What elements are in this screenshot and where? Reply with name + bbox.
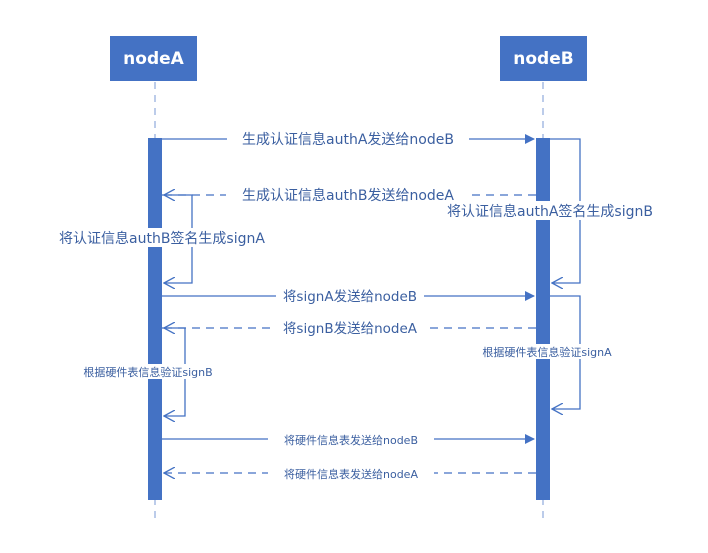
self-message-nodeA-sign: 将认证信息authB签名生成signA <box>45 194 279 283</box>
activation-bar-nodeA <box>148 138 162 500</box>
message-authB-to-nodeA: 生成认证信息authB发送给nodeA <box>164 186 536 204</box>
message-label: 将signA发送给nodeB <box>283 289 417 305</box>
message-hwtable-to-nodeA: 将硬件信息表发送给nodeA <box>164 466 536 481</box>
activation-bar-nodeB <box>536 138 550 500</box>
message-label: 生成认证信息authA发送给nodeB <box>242 131 454 148</box>
message-label: 生成认证信息authB发送给nodeA <box>242 187 454 204</box>
self-message-label: 将认证信息authB签名生成signA <box>59 230 265 247</box>
participant-nodeA-label: nodeA <box>123 49 184 69</box>
self-message-nodeB-verify: 根据硬件表信息验证signA <box>474 295 620 409</box>
message-label: 将硬件信息表发送给nodeA <box>284 467 418 481</box>
self-message-label: 根据硬件表信息验证signB <box>83 365 212 379</box>
message-signA-to-nodeB: 将signA发送给nodeB <box>162 287 535 305</box>
message-label: 将signB发送给nodeA <box>283 321 418 337</box>
self-message-nodeA-verify: 根据硬件表信息验证signB <box>75 327 222 416</box>
self-message-label: 根据硬件表信息验证signA <box>482 345 612 359</box>
self-message-label: 将认证信息authA签名生成signB <box>447 203 653 220</box>
participant-nodeB: nodeB <box>500 36 587 81</box>
message-label: 将硬件信息表发送给nodeB <box>284 433 418 447</box>
message-authA-to-nodeB: 生成认证信息authA发送给nodeB <box>162 130 535 148</box>
message-signB-to-nodeA: 将signB发送给nodeA <box>164 319 536 337</box>
participant-nodeB-label: nodeB <box>513 49 573 69</box>
participant-nodeA: nodeA <box>110 36 197 81</box>
message-hwtable-to-nodeB: 将硬件信息表发送给nodeB <box>162 432 535 447</box>
self-message-nodeB-sign: 将认证信息authA签名生成signB <box>434 138 666 283</box>
